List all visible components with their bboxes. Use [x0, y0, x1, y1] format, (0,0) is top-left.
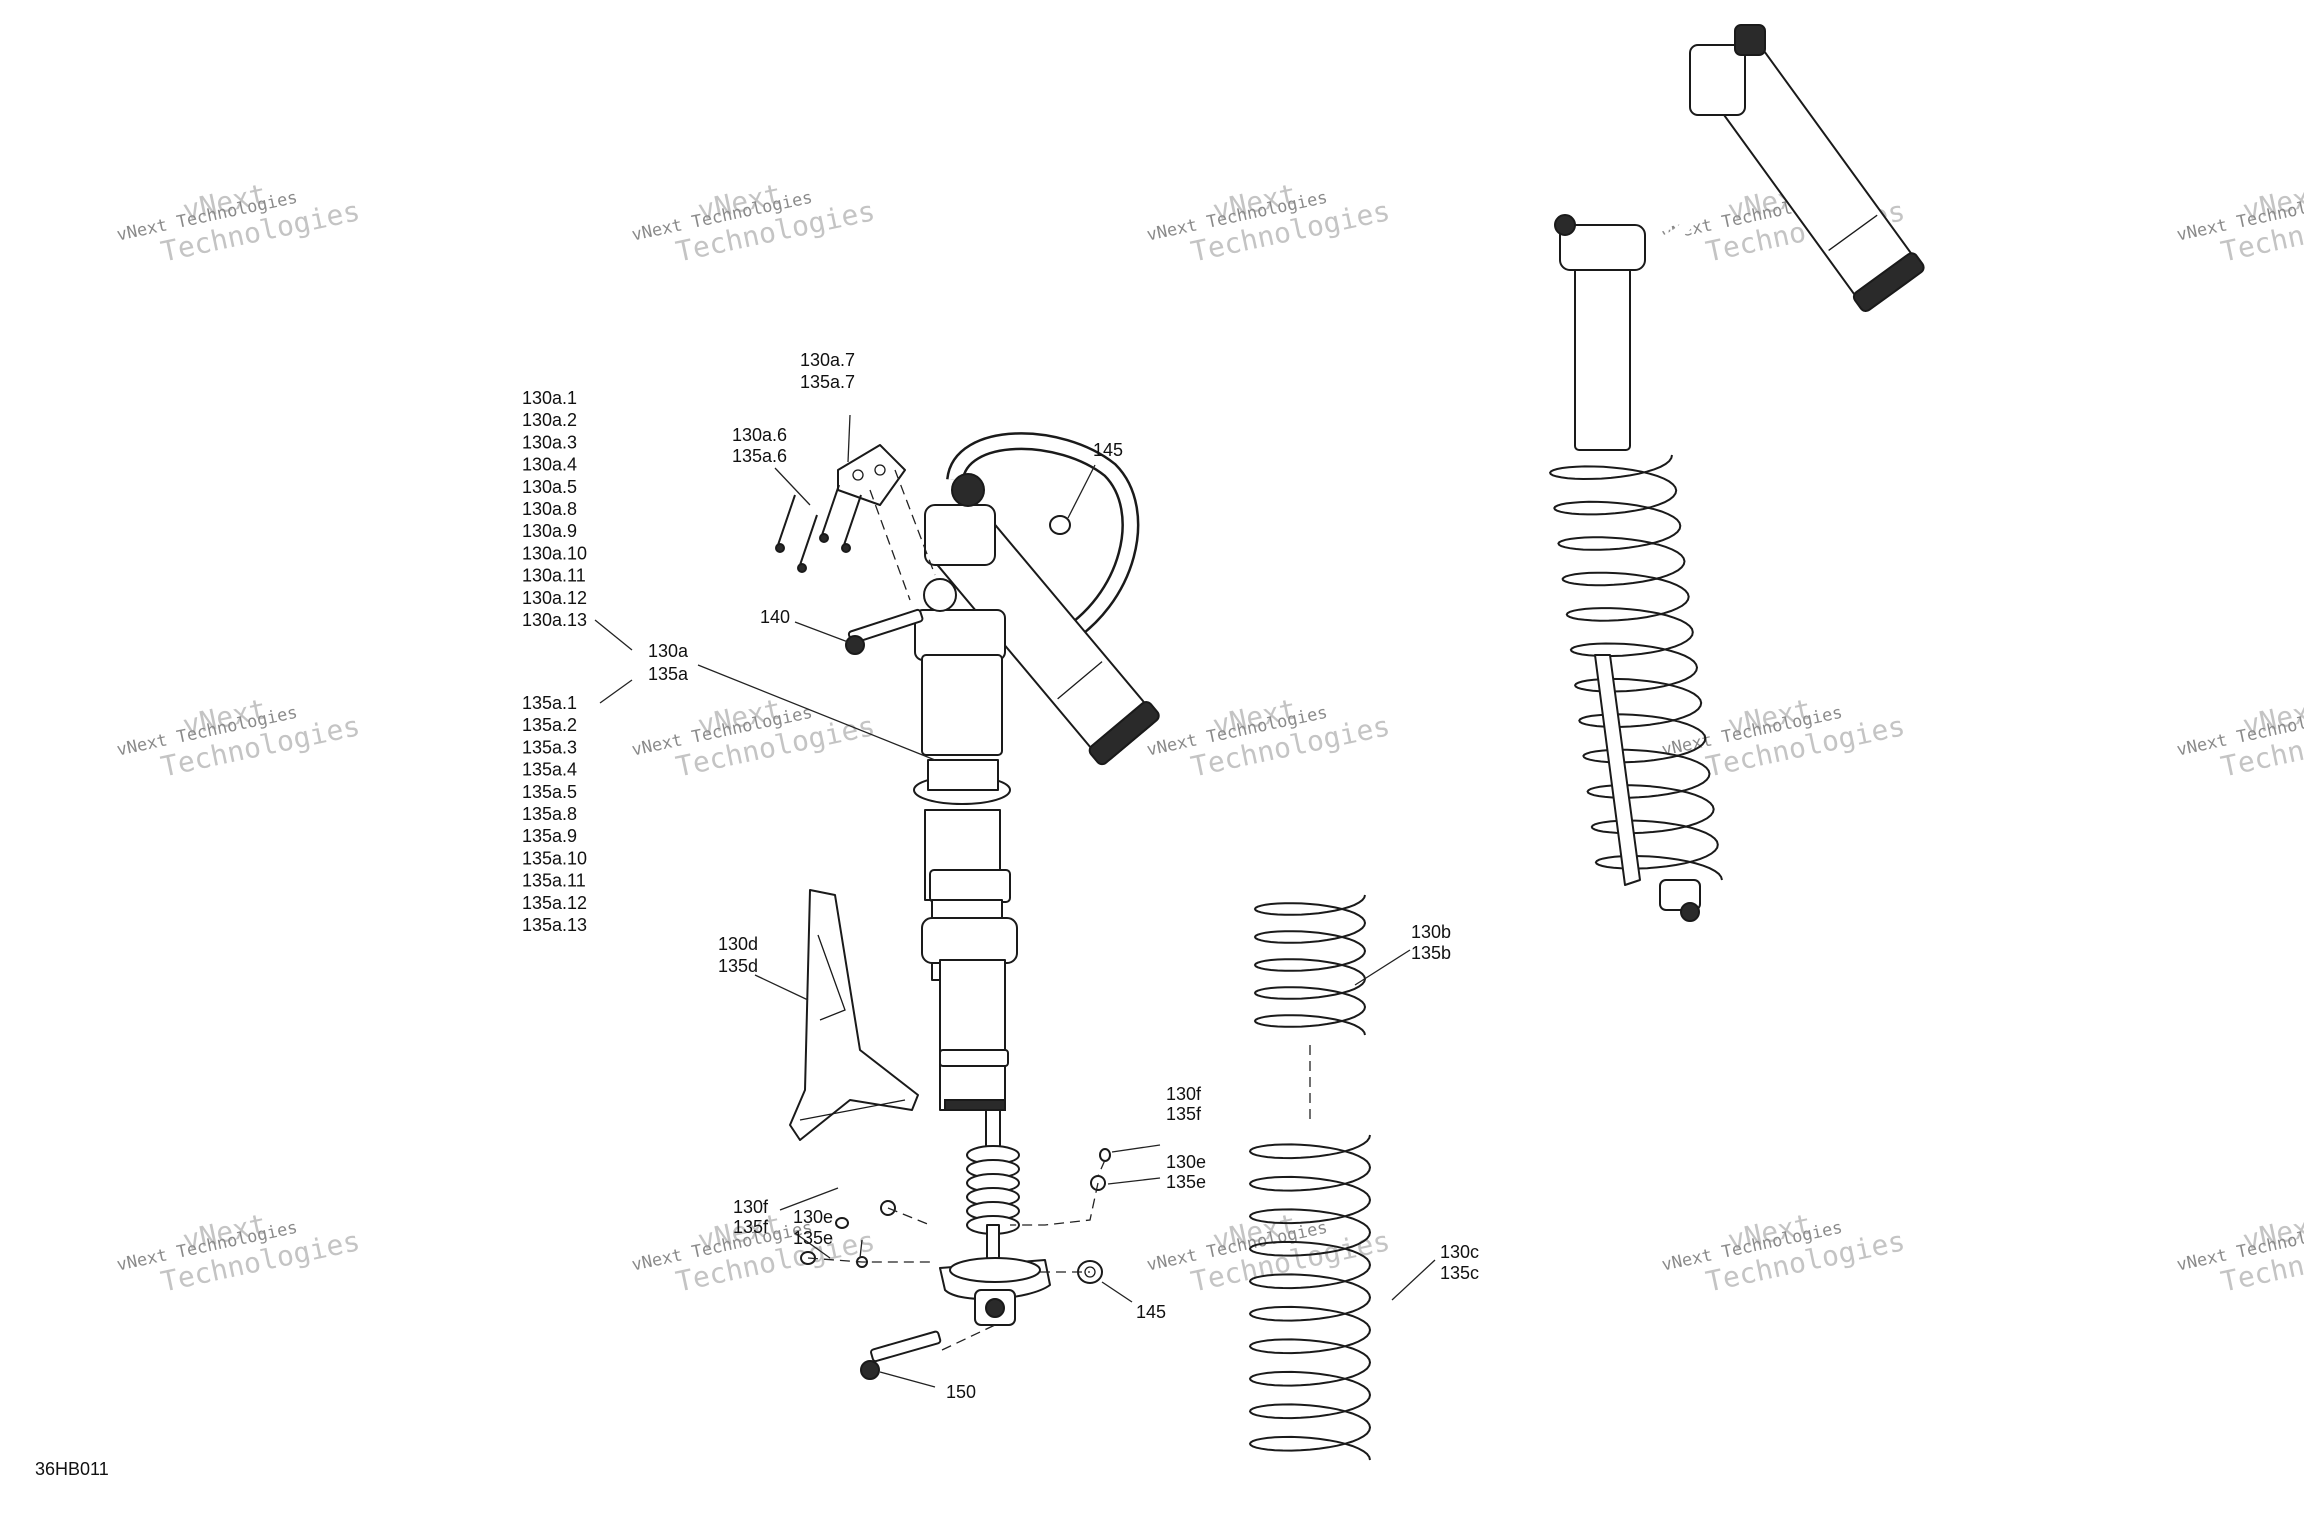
label-145-bottom: 145: [1136, 1302, 1166, 1322]
label-130a6: 130a.6: [732, 425, 787, 445]
label-135a: 135a: [648, 664, 689, 684]
label-135f-left: 135f: [733, 1217, 769, 1237]
list-130a: 130a.1130a.2130a.3130a.4130a.5130a.8130a…: [522, 388, 587, 630]
label-135e-right: 135e: [1166, 1172, 1206, 1192]
label-130d: 130d: [718, 934, 758, 954]
list-135a-item: 135a.11: [522, 871, 586, 891]
label-130b: 130b: [1411, 922, 1451, 942]
list-135a-item: 135a.5: [522, 782, 577, 802]
list-135a-item: 135a.12: [522, 893, 587, 913]
list-135a-item: 135a.8: [522, 804, 577, 824]
exploded-shock-illustration: [913, 432, 1160, 1326]
list-130a-item: 130a.3: [522, 432, 577, 452]
list-130a-item: 130a.13: [522, 610, 587, 630]
label-140: 140: [760, 607, 790, 627]
list-130a-item: 130a.11: [522, 566, 586, 586]
label-150: 150: [946, 1382, 976, 1402]
label-130f-left: 130f: [733, 1197, 769, 1217]
screw-set: [775, 484, 862, 573]
assembled-coil-spring: [1548, 454, 1723, 881]
label-135a6: 135a.6: [732, 446, 787, 466]
list-135a-item: 135a.13: [522, 915, 587, 935]
list-135a-item: 135a.10: [522, 848, 587, 868]
bump-stop: [966, 1145, 1020, 1235]
list-130a-item: 130a.8: [522, 499, 577, 519]
list-130a-item: 130a.9: [522, 521, 577, 541]
loose-springs: [1248, 894, 1372, 1461]
callout-labels: 130a.1130a.2130a.3130a.4130a.5130a.8130a…: [35, 350, 1479, 1479]
label-135e-left: 135e: [793, 1228, 833, 1248]
list-130a-item: 130a.5: [522, 477, 577, 497]
list-135a-item: 135a.9: [522, 826, 577, 846]
label-130a7: 130a.7: [800, 350, 855, 370]
label-130c: 130c: [1440, 1242, 1479, 1262]
label-145-top: 145: [1093, 440, 1123, 460]
label-130e-left: 130e: [793, 1207, 833, 1227]
label-135c: 135c: [1440, 1263, 1479, 1283]
diagram-id: 36HB011: [35, 1459, 109, 1479]
spring-130c: [1248, 1134, 1372, 1461]
list-130a-item: 130a.2: [522, 410, 577, 430]
label-130e-right: 130e: [1166, 1152, 1206, 1172]
list-135a-item: 135a.1: [522, 693, 577, 713]
list-135a-item: 135a.3: [522, 737, 577, 757]
label-135b: 135b: [1411, 943, 1451, 963]
spring-130b: [1253, 894, 1367, 1036]
list-130a-item: 130a.10: [522, 543, 587, 563]
assembled-shock-illustration: [1548, 24, 1925, 922]
label-135d: 135d: [718, 956, 758, 976]
label-135a7: 135a.7: [800, 372, 855, 392]
list-130a-item: 130a.4: [522, 455, 577, 475]
list-130a-item: 130a.1: [522, 388, 577, 408]
label-135f-right: 135f: [1166, 1104, 1202, 1124]
hardware-illustrations: [775, 444, 1111, 1380]
label-130a: 130a: [648, 641, 689, 661]
list-135a-item: 135a.2: [522, 715, 577, 735]
list-135a-item: 135a.4: [522, 760, 577, 780]
leader-lines: [594, 414, 1436, 1388]
list-130a-item: 130a.12: [522, 588, 587, 608]
label-130f-right: 130f: [1166, 1084, 1202, 1104]
list-135a: 135a.1135a.2135a.3135a.4135a.5135a.8135a…: [522, 693, 587, 935]
